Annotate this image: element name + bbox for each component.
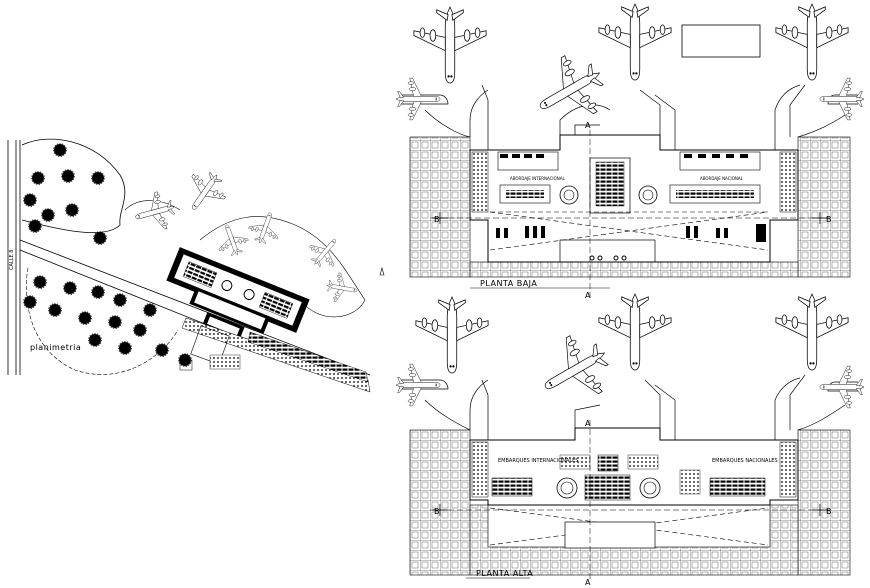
tree-icon: [118, 341, 132, 355]
airplane-icon: [176, 163, 234, 221]
upper-section-markers: A A B B: [430, 419, 832, 587]
tree-icon: [133, 323, 147, 337]
airplane-icon: [395, 363, 441, 407]
tree-icon: [91, 171, 105, 185]
national-boarding-label: EMBARQUES NACIONALES: [712, 458, 778, 464]
section-label-a-top: A: [585, 419, 591, 428]
airplane-icon: [775, 293, 849, 371]
tree-icon: [61, 169, 75, 183]
tree-icon: [23, 193, 37, 207]
tree-icon: [143, 303, 157, 317]
tree-icon: [113, 293, 127, 307]
airplane-icon: [598, 3, 672, 81]
tree-icon: [48, 303, 62, 317]
tree-icon: [108, 315, 122, 329]
upper-aircraft: [395, 293, 865, 416]
airplane-icon: [245, 207, 285, 249]
tree-icon: [33, 275, 47, 289]
upper-floor-title: PLANTA ALTA: [476, 569, 533, 578]
site-plan: CALLE 8: [7, 138, 371, 393]
airplane-icon: [529, 324, 621, 416]
paving-grid-right: [797, 429, 851, 576]
airplane-icon: [302, 229, 348, 275]
section-label-a-bottom: A: [585, 578, 591, 587]
tree-icon: [41, 208, 55, 222]
tree-icon: [155, 343, 169, 357]
airplane-icon: [415, 296, 489, 374]
international-boarding-label: EMBARQUES INTERNACIONALES: [498, 458, 578, 464]
ground-floor-plan: ABORDAJE INTERNACIONAL ABORDAJE NACIONAL…: [395, 3, 865, 300]
tree-icon: [23, 295, 37, 309]
section-label-a-bottom: A: [585, 291, 591, 300]
terminal-building: [166, 247, 310, 341]
tree-icon: [88, 333, 102, 347]
section-label-a-top: A: [585, 121, 591, 130]
section-label-b-left: B: [434, 507, 440, 516]
tree-icon: [31, 171, 45, 185]
tree-icon: [91, 285, 105, 299]
tree-icon: [65, 203, 79, 217]
tree-icon: [28, 219, 42, 233]
paving-grid-left: [409, 429, 471, 576]
ground-terminal: ABORDAJE INTERNACIONAL ABORDAJE NACIONAL: [469, 134, 799, 263]
upper-floor-plan: EMBARQUES INTERNACIONALES EMBARQUES NACI…: [395, 293, 865, 587]
airplane-icon: [819, 77, 865, 121]
trees: [23, 143, 192, 367]
airplane-icon: [212, 219, 252, 261]
airplane-icon: [819, 365, 865, 409]
airplane-icon: [524, 44, 616, 136]
section-label-b-right: B: [826, 215, 832, 224]
gate-label-international: ABORDAJE INTERNACIONAL: [510, 176, 565, 181]
site-plan-title: planimetria: [30, 343, 81, 352]
ground-aircraft: [395, 3, 865, 136]
airplane-icon: [413, 6, 487, 84]
airplane-icon: [598, 293, 672, 371]
paving-grid-right: [797, 136, 851, 278]
airplane-icon: [324, 270, 360, 306]
upper-terminal: EMBARQUES INTERNACIONALES EMBARQUES NACI…: [469, 427, 799, 506]
street-label: CALLE 8: [9, 250, 15, 270]
tree-icon: [53, 143, 67, 157]
section-label-b-left: B: [434, 215, 440, 224]
section-label-b-right: B: [826, 507, 832, 516]
street: [7, 140, 371, 389]
airplane-icon: [775, 3, 849, 81]
paving-grid-left: [409, 136, 471, 278]
airplane-icon: [395, 77, 441, 121]
ground-section-markers: A A B B: [430, 121, 832, 300]
airplane-icon: [130, 188, 180, 236]
parking-area: [179, 317, 371, 393]
ground-floor-title: PLANTA BAJA: [480, 279, 537, 288]
tree-icon: [63, 281, 77, 295]
gate-label-national: ABORDAJE NACIONAL: [700, 176, 744, 181]
landscape-boundary: [21, 138, 126, 234]
tree-icon: [78, 311, 92, 325]
tree-icon: [93, 231, 107, 245]
